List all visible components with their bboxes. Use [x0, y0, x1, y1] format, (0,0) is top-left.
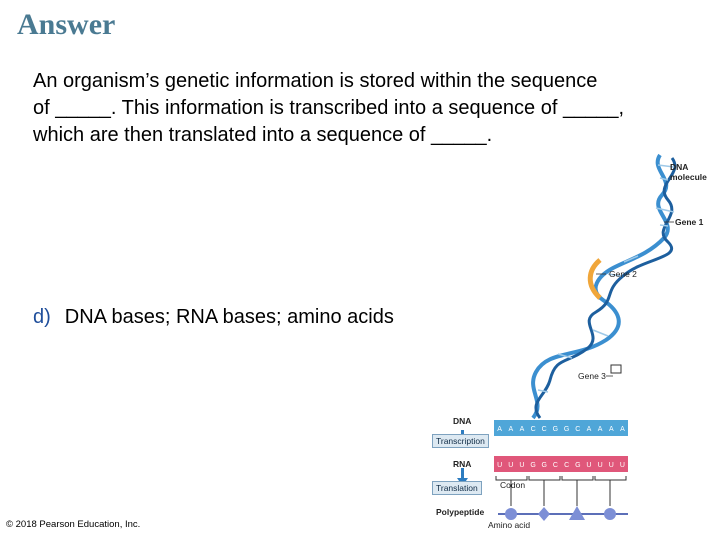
rna-base: U [508, 462, 513, 469]
dna-base: G [564, 426, 569, 433]
gene1-label: Gene 1 [675, 217, 704, 227]
dna-base: C [575, 426, 580, 433]
rna-base: G [575, 462, 580, 469]
gene3-marker [610, 364, 622, 374]
helix-strand-a [531, 153, 670, 420]
rna-base: U [497, 462, 502, 469]
rna-base: C [564, 462, 569, 469]
dna-base: A [587, 426, 592, 433]
codon-arrows [510, 480, 611, 506]
rna-strip [494, 456, 628, 472]
rna-base: U [598, 462, 603, 469]
gene2-label: Gene 2 [609, 269, 637, 279]
translation-label: Translation [432, 481, 482, 495]
question-line: of _____. This information is transcribe… [33, 97, 625, 119]
gene2-region [587, 258, 602, 300]
rna-flow-label: RNA [453, 459, 472, 469]
rna-base: U [609, 462, 614, 469]
rna-base: U [586, 462, 591, 469]
dna-base: A [598, 426, 603, 433]
rna-base: C [553, 462, 558, 469]
rna-base: G [530, 462, 535, 469]
copyright-notice: © 2018 Pearson Education, Inc. [6, 519, 141, 530]
transcription-label: Transcription [432, 434, 489, 448]
dna-base: G [553, 426, 558, 433]
codon-label: Codon [500, 480, 526, 490]
dna-flow-label: DNA [453, 416, 472, 426]
dna-molecule-label: DNA molecule [670, 162, 707, 182]
amino-acid-4 [604, 508, 616, 520]
polypeptide-label: Polypeptide [436, 507, 485, 517]
dna-strip [494, 420, 628, 436]
answer-text: DNA bases; RNA bases; amino acids [64, 306, 394, 328]
dna-base: A [620, 426, 625, 433]
dna-base: A [508, 426, 513, 433]
rna-base: U [620, 462, 625, 469]
helix-strand-b [534, 157, 677, 419]
dna-base: C [542, 426, 547, 433]
answer-letter: d) [33, 306, 51, 328]
dna-base: A [609, 426, 614, 433]
dna-base: A [497, 426, 502, 433]
rna-base: U [519, 462, 524, 469]
amino-acid-label: Amino acid [488, 520, 531, 530]
rna-base: G [541, 462, 546, 469]
question-line: An organism’s genetic information is sto… [33, 70, 598, 92]
question-text: An organism’s genetic information is sto… [33, 68, 693, 149]
dna-base: C [531, 426, 536, 433]
amino-acid-2 [538, 507, 550, 521]
slide-title: Answer [17, 8, 116, 41]
helix-rungs [537, 164, 675, 393]
answer-option: d) DNA bases; RNA bases; amino acids [33, 306, 394, 329]
amino-acid-3 [569, 506, 585, 520]
dna-base: A [520, 426, 525, 433]
amino-acid-1 [505, 508, 517, 520]
question-line: which are then translated into a sequenc… [33, 124, 493, 146]
gene3-label: Gene 3 [578, 371, 606, 381]
